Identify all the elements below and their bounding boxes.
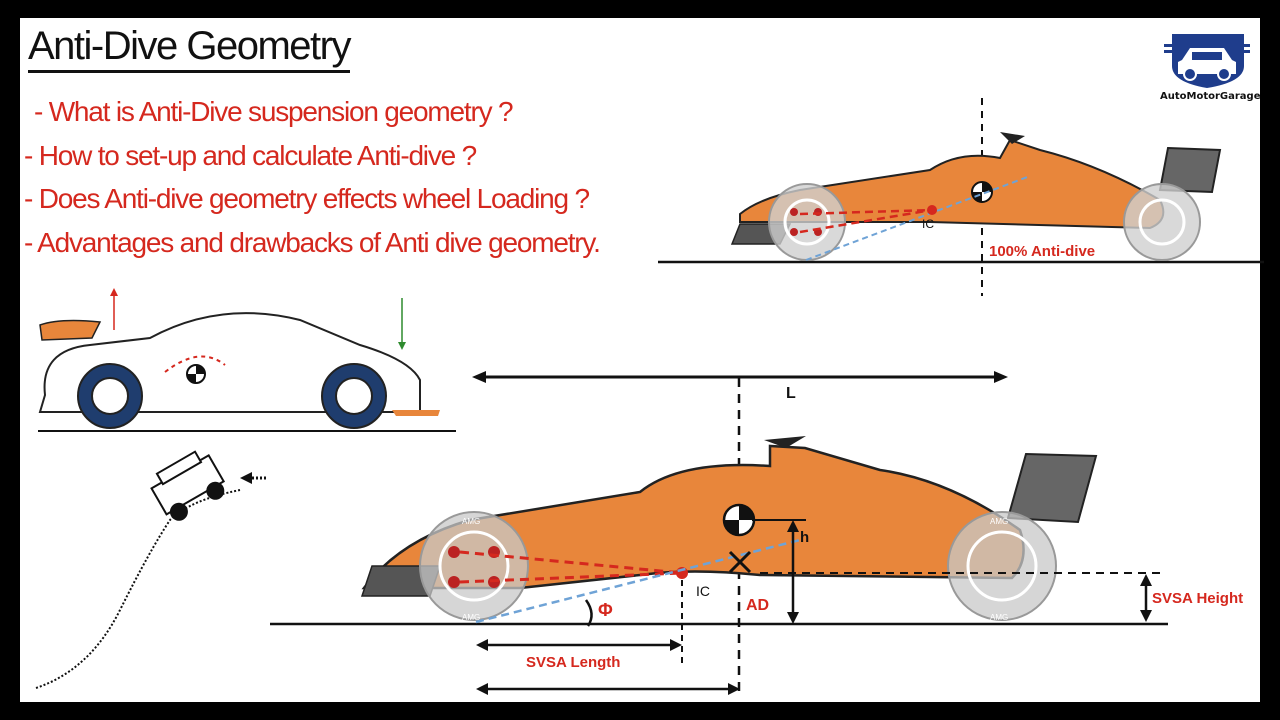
page-title: Anti-Dive Geometry [28, 24, 351, 73]
top-ic-label: IC [922, 217, 934, 231]
top-anti-dive-diagram: IC 100% Anti-dive [658, 98, 1264, 296]
top-anti-dive-label: 100% Anti-dive [989, 243, 1095, 260]
rear-tire-brand: AMG [990, 517, 1008, 526]
top-rear-wheel [1123, 183, 1201, 261]
top-ic-point [927, 205, 937, 215]
rear-tire-brand-bottom: AMG [990, 613, 1008, 622]
svsa-length-label: SVSA Length [526, 654, 620, 671]
main-anti-dive-diagram: L AMG AMG AMG AMG IC [270, 371, 1243, 698]
question-2: - How to set-up and calculate Anti-dive … [24, 140, 477, 171]
sports-car-spoiler [39, 319, 102, 341]
top-front-wheel [768, 183, 846, 261]
logo-name: AutoMotorGarage [1160, 91, 1261, 102]
sports-car-illustration [38, 288, 456, 432]
offroad-vehicle [150, 450, 226, 521]
wheelbase-label: L [786, 385, 796, 402]
top-rear-wing [1158, 146, 1222, 194]
question-3: - Does Anti-dive geometry effects wheel … [24, 183, 590, 214]
svsa-height-label: SVSA Height [1152, 590, 1243, 607]
main-front-wheel [419, 511, 529, 621]
angle-label: Φ [598, 600, 613, 620]
front-tire-brand-bottom: AMG [462, 613, 480, 622]
downforce-arrow-icon [398, 342, 406, 350]
car-shield-icon [1164, 34, 1250, 88]
top-camera-pod [1000, 132, 1025, 144]
question-4: - Advantages and drawbacks of Anti dive … [24, 227, 601, 258]
main-camera-pod [764, 436, 806, 448]
anti-dive-label: AD [746, 597, 769, 614]
cg-height-label: h [800, 529, 809, 546]
main-rear-wheel [947, 511, 1057, 621]
main-guide-line [475, 538, 801, 624]
main-ic-label: IC [696, 583, 710, 599]
hill-slope [35, 489, 241, 689]
lift-arrow-icon [110, 288, 118, 296]
question-1: - What is Anti-Dive suspension geometry … [34, 96, 514, 127]
offroad-climb-illustration [35, 450, 268, 689]
angle-arc [584, 599, 593, 627]
front-tire-brand: AMG [462, 517, 480, 526]
push-arrow-icon [240, 472, 252, 484]
sports-car-splitter [392, 410, 440, 416]
main-rear-wing [1006, 452, 1098, 524]
